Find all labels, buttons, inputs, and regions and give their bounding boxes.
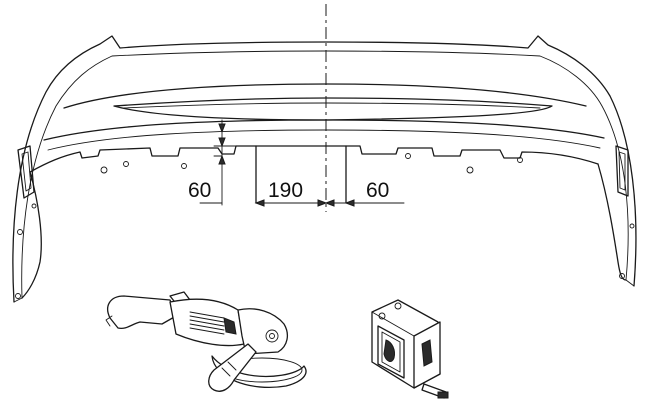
dim-left-height: 60 — [188, 179, 211, 202]
dim-right-offset: 60 — [366, 179, 389, 202]
dim-center-width: 190 — [268, 179, 303, 202]
cut-out-outline — [255, 145, 347, 204]
tape-measure-icon — [371, 299, 449, 399]
rear-bumper — [12, 35, 637, 303]
cut-dimensions: 60 190 60 — [188, 119, 405, 207]
angle-grinder-icon — [105, 291, 307, 392]
